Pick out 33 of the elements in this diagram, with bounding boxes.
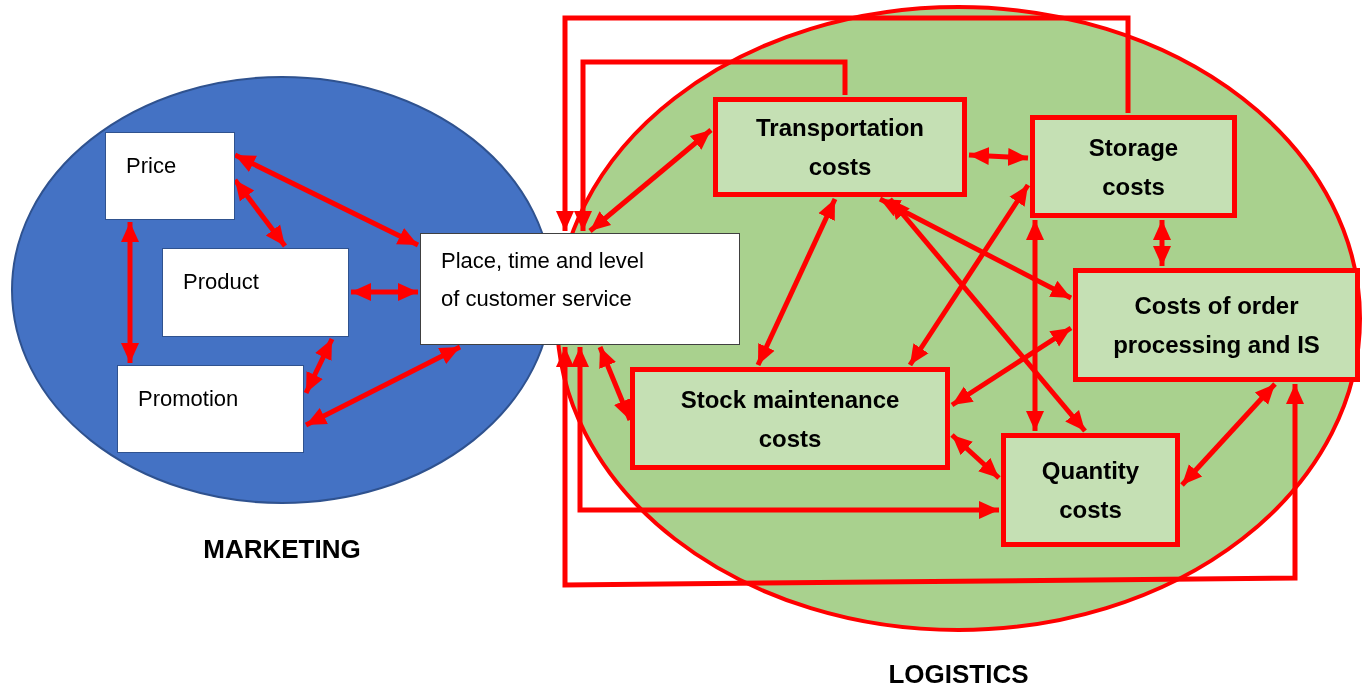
- arrow: [556, 15, 1131, 231]
- service-box: Place, time and level of customer service: [420, 233, 740, 345]
- arrow: [878, 196, 1073, 301]
- arrow: [351, 283, 418, 301]
- arrow: [597, 346, 633, 421]
- area-heading: LOGISTICS: [887, 660, 1030, 688]
- arrow: [950, 433, 1001, 480]
- arrow: [1026, 220, 1044, 431]
- cost-box: Storage costs: [1030, 115, 1237, 218]
- cost-box: Stock maintenance costs: [630, 367, 950, 470]
- cost-box: Transportation costs: [713, 97, 967, 197]
- arrow: [968, 147, 1029, 166]
- arrow: [233, 152, 420, 248]
- arrow: [304, 344, 462, 428]
- arrow: [755, 197, 838, 367]
- cost-box: Costs of order processing and IS: [1073, 268, 1360, 382]
- arrow: [1180, 382, 1277, 487]
- arrow: [571, 347, 999, 519]
- arrow: [588, 128, 713, 233]
- cost-box: Quantity costs: [1001, 433, 1180, 547]
- arrow: [907, 183, 1031, 367]
- marketing-box: Promotion: [117, 365, 304, 453]
- arrow: [1153, 220, 1171, 266]
- arrow: [121, 222, 139, 363]
- arrow: [303, 337, 335, 395]
- arrow: [950, 325, 1073, 408]
- marketing-box: Price: [105, 132, 235, 220]
- marketing-box: Product: [162, 248, 349, 337]
- area-heading: MARKETING: [202, 535, 362, 563]
- arrow: [233, 178, 287, 248]
- arrow: [556, 347, 1304, 588]
- arrow: [574, 59, 848, 231]
- arrow: [888, 197, 1087, 433]
